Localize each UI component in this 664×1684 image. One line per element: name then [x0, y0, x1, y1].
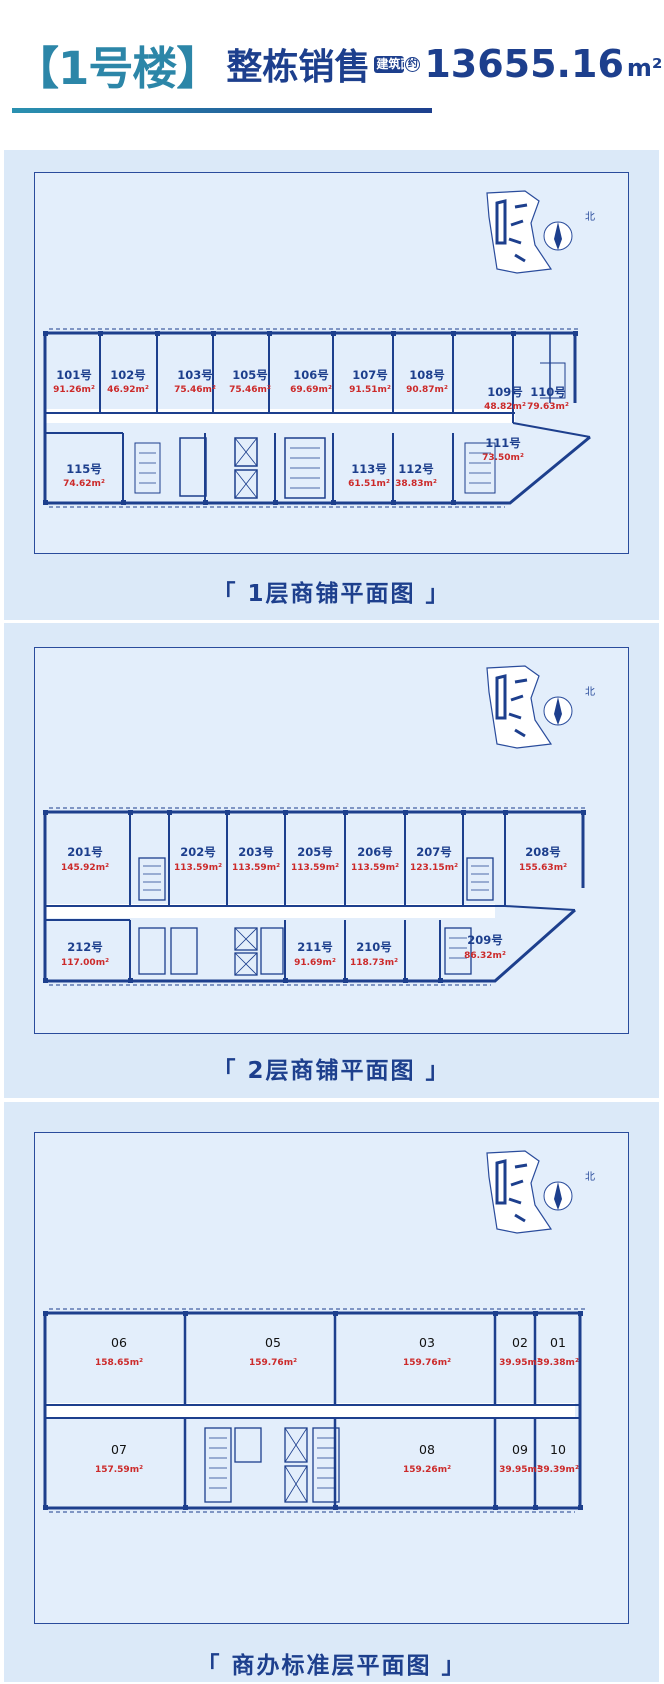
floor-2-site-key [486, 665, 573, 749]
room-202-no: 202号 [180, 845, 216, 859]
unit-03-area: 159.76m² [403, 1358, 451, 1368]
room-208-no: 208号 [525, 845, 561, 859]
office-rooms: 06 158.65m² 05 159.76m² 03 159.76m² 02 3… [95, 1335, 579, 1475]
floor-2-title: 「 2层商铺平面图 」 [212, 1058, 451, 1084]
room-108-no: 108号 [409, 368, 445, 382]
floor-1-panel: 北 101号 91.26m² 102号 46.92m² 103号 75.46m²… [4, 150, 659, 620]
unit-02-area: 39.95m² [499, 1358, 541, 1368]
room-112-area: 38.83m² [395, 479, 437, 489]
floor-1-site-key [486, 190, 573, 274]
room-105-area: 75.46m² [229, 385, 271, 395]
room-212-no: 212号 [67, 940, 103, 954]
office-site-key [486, 1150, 573, 1234]
page-header: 【 1号楼 】 整栋销售 建筑面积 约 13655.16 m² [0, 0, 664, 150]
room-109-area: 48.82m² [484, 402, 526, 412]
header-area-label: 建筑面积 [374, 55, 425, 73]
office-floor-plan: 北 06 158.65m² 05 159.76m² 03 159.76m² 02… [43, 1150, 595, 1513]
room-111-area: 73.50m² [482, 453, 524, 463]
unit-05-area: 159.76m² [249, 1358, 297, 1368]
room-113-no: 113号 [351, 462, 387, 476]
unit-09-area: 39.95m² [499, 1465, 541, 1475]
unit-07-area: 157.59m² [95, 1465, 143, 1475]
floor-1-rooms: 101号 91.26m² 102号 46.92m² 103号 75.46m² 1… [53, 368, 569, 489]
room-211-area: 91.69m² [294, 958, 336, 968]
unit-01-no: 01 [550, 1335, 566, 1350]
room-205-area: 113.59m² [291, 863, 339, 873]
room-115-area: 74.62m² [63, 479, 105, 489]
header-bracket-open: 【 [14, 41, 59, 95]
office-floor-title: 「 商办标准层平面图 」 [196, 1653, 467, 1679]
room-111-no: 111号 [485, 436, 521, 450]
room-110-no: 110号 [530, 385, 566, 399]
room-201-area: 145.92m² [61, 863, 109, 873]
room-205-no: 205号 [297, 845, 333, 859]
room-107-no: 107号 [352, 368, 388, 382]
room-103-area: 75.46m² [174, 385, 216, 395]
unit-02-no: 02 [512, 1335, 528, 1350]
room-102-no: 102号 [110, 368, 146, 382]
floor-1-title: 「 1层商铺平面图 」 [212, 581, 451, 607]
header-title: 【 1号楼 】 整栋销售 建筑面积 约 13655.16 m² [14, 34, 663, 95]
office-north-label: 北 [585, 1171, 595, 1183]
floor-2-plan: 北 201号 145.92m² 202号 113.59m² 203号 113.5… [43, 665, 595, 986]
unit-10-area: 39.39m² [537, 1465, 579, 1475]
header-bracket-close: 】 [176, 41, 221, 95]
room-115-no: 115号 [66, 462, 102, 476]
room-106-area: 69.69m² [290, 385, 332, 395]
room-113-area: 61.51m² [348, 479, 390, 489]
room-110-area: 79.63m² [527, 402, 569, 412]
header-area-unit: m² [626, 54, 663, 82]
header-area-value: 13655.16 [424, 42, 624, 86]
room-212-area: 117.00m² [61, 958, 109, 968]
unit-10-no: 10 [550, 1442, 566, 1457]
room-101-area: 91.26m² [53, 385, 95, 395]
room-206-no: 206号 [357, 845, 393, 859]
header-building-name: 1号楼 [58, 41, 177, 95]
room-109-no: 109号 [487, 385, 523, 399]
room-112-no: 112号 [398, 462, 434, 476]
unit-06-area: 158.65m² [95, 1358, 143, 1368]
room-201-no: 201号 [67, 845, 103, 859]
room-102-area: 46.92m² [107, 385, 149, 395]
room-106-no: 106号 [293, 368, 329, 382]
unit-08-no: 08 [419, 1442, 435, 1457]
room-208-area: 155.63m² [519, 863, 567, 873]
room-207-area: 123.15m² [410, 863, 458, 873]
floor-1-north-label: 北 [585, 211, 595, 223]
room-209-area: 86.32m² [464, 951, 506, 961]
room-203-no: 203号 [238, 845, 274, 859]
floor-2-north-label: 北 [585, 686, 595, 698]
unit-07-no: 07 [111, 1442, 127, 1457]
room-210-no: 210号 [356, 940, 392, 954]
room-203-area: 113.59m² [232, 863, 280, 873]
floor-2-frame: 北 201号 145.92m² 202号 113.59m² 203号 113.5… [34, 647, 629, 1034]
floor-2-rooms: 201号 145.92m² 202号 113.59m² 203号 113.59m… [61, 845, 567, 968]
room-105-no: 105号 [232, 368, 268, 382]
unit-03-no: 03 [419, 1335, 435, 1350]
room-202-area: 113.59m² [174, 863, 222, 873]
header-underline [12, 108, 432, 113]
room-207-no: 207号 [416, 845, 452, 859]
room-103-no: 103号 [177, 368, 213, 382]
room-107-area: 91.51m² [349, 385, 391, 395]
room-108-area: 90.87m² [406, 385, 448, 395]
unit-06-no: 06 [111, 1335, 127, 1350]
room-211-no: 211号 [297, 940, 333, 954]
floor-1-frame: 北 101号 91.26m² 102号 46.92m² 103号 75.46m²… [34, 172, 629, 554]
header-sale-text: 整栋销售 [226, 47, 371, 88]
unit-01-area: 39.38m² [537, 1358, 579, 1368]
floor-1-plan: 北 101号 91.26m² 102号 46.92m² 103号 75.46m²… [43, 190, 595, 508]
room-209-no: 209号 [467, 933, 503, 947]
room-101-no: 101号 [56, 368, 92, 382]
room-210-area: 118.73m² [350, 958, 398, 968]
room-206-area: 113.59m² [351, 863, 399, 873]
office-floor-frame: 北 06 158.65m² 05 159.76m² 03 159.76m² 02… [34, 1132, 629, 1624]
unit-09-no: 09 [512, 1442, 528, 1457]
unit-05-no: 05 [265, 1335, 281, 1350]
office-floor-panel: 北 06 158.65m² 05 159.76m² 03 159.76m² 02… [4, 1102, 659, 1682]
header-approx-badge: 约 [405, 56, 421, 72]
unit-08-area: 159.26m² [403, 1465, 451, 1475]
floor-2-panel: 北 201号 145.92m² 202号 113.59m² 203号 113.5… [4, 623, 659, 1098]
